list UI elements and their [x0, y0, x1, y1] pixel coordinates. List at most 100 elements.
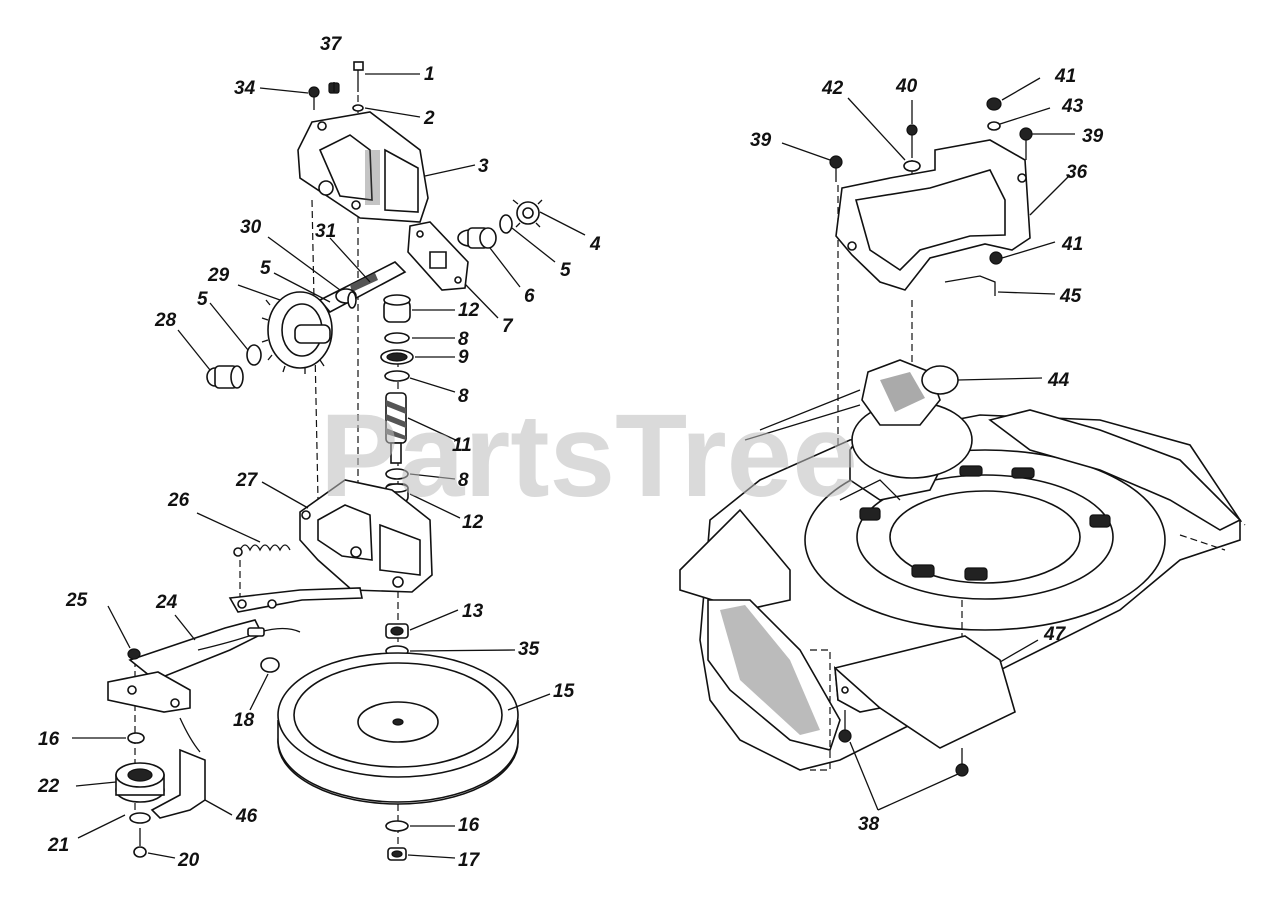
callout-5[interactable]: 5: [260, 258, 271, 279]
washer-part-8[interactable]: [384, 370, 410, 382]
callout-20[interactable]: 20: [177, 850, 200, 871]
screw-part-38[interactable]: [955, 748, 969, 777]
callout-8[interactable]: 8: [458, 329, 469, 350]
callout-15[interactable]: 15: [553, 681, 575, 702]
cable-clamp: [247, 627, 265, 637]
callout-4[interactable]: 4: [589, 234, 601, 255]
callout-11[interactable]: 11: [452, 435, 472, 456]
watermark-text: PartsTree: [320, 390, 858, 522]
gear-case-cover-part-3[interactable]: [297, 111, 429, 223]
callout-41[interactable]: 41: [1061, 234, 1083, 255]
callout-45[interactable]: 45: [1059, 286, 1082, 307]
plate-part-7[interactable]: [407, 221, 469, 291]
screw-part-39[interactable]: [1019, 127, 1033, 160]
callout-39[interactable]: 39: [1082, 126, 1104, 147]
callout-22[interactable]: 22: [37, 776, 60, 797]
callout-12[interactable]: 12: [462, 512, 484, 533]
callout-29[interactable]: 29: [207, 265, 230, 286]
callout-42[interactable]: 42: [821, 78, 844, 99]
callout-1[interactable]: 1: [424, 64, 435, 85]
callout-9[interactable]: 9: [458, 347, 469, 368]
callout-18[interactable]: 18: [233, 710, 255, 731]
drive-pulley-part-15[interactable]: [277, 652, 519, 805]
washer-part-5[interactable]: [347, 291, 357, 309]
callout-46[interactable]: 46: [235, 806, 258, 827]
callout-25[interactable]: 25: [65, 590, 88, 611]
washer-part-43[interactable]: [987, 121, 1001, 131]
callout-39[interactable]: 39: [750, 130, 772, 151]
washer-part-16[interactable]: [385, 820, 409, 832]
callout-5[interactable]: 5: [197, 289, 208, 310]
bearing-part-9[interactable]: [380, 349, 414, 365]
discharge-chute-part-47[interactable]: [834, 600, 1016, 749]
washer-part-42[interactable]: [903, 160, 921, 172]
worm-gear-part-11[interactable]: [385, 392, 407, 464]
callout-40[interactable]: 40: [895, 76, 918, 97]
washer-part-8[interactable]: [385, 468, 409, 480]
idler-pulley-part-22[interactable]: [115, 762, 165, 803]
nut-part-13[interactable]: [385, 623, 409, 639]
washer-part-5[interactable]: [499, 214, 513, 234]
gear-part-29[interactable]: [261, 291, 333, 374]
callout-44[interactable]: 44: [1047, 370, 1070, 391]
nut-part-18[interactable]: [260, 657, 280, 673]
bolt-part-1[interactable]: [353, 61, 364, 92]
washer-part-16[interactable]: [127, 732, 145, 744]
callout-8[interactable]: 8: [458, 386, 469, 407]
callout-labels: 1 2 3 4 5 5 5 6 7 8 8 8 9 11 12 12 13 15…: [37, 34, 1104, 871]
callout-24[interactable]: 24: [155, 592, 178, 613]
callout-5[interactable]: 5: [560, 260, 571, 281]
callout-7[interactable]: 7: [502, 316, 514, 337]
callout-43[interactable]: 43: [1061, 96, 1084, 117]
gear-case-part-27[interactable]: [299, 479, 433, 593]
callout-37[interactable]: 37: [320, 34, 343, 55]
callout-8[interactable]: 8: [458, 470, 469, 491]
callout-3[interactable]: 3: [478, 156, 489, 177]
callout-13[interactable]: 13: [462, 601, 484, 622]
screw-part-34[interactable]: [308, 86, 320, 110]
callout-27[interactable]: 27: [235, 470, 259, 491]
callout-26[interactable]: 26: [167, 490, 190, 511]
callout-16[interactable]: 16: [458, 815, 480, 836]
callout-36[interactable]: 36: [1066, 162, 1088, 183]
bolt-part-20[interactable]: [133, 828, 147, 858]
screw-part-39[interactable]: [829, 155, 843, 182]
callout-38[interactable]: 38: [858, 814, 880, 835]
shroud-part-36[interactable]: [835, 139, 1031, 291]
callout-16[interactable]: 16: [38, 729, 60, 750]
bearing-part-6[interactable]: [457, 227, 497, 249]
washer-part-5[interactable]: [246, 344, 262, 366]
screw-part-40[interactable]: [906, 124, 918, 158]
callout-21[interactable]: 21: [47, 835, 69, 856]
callout-41[interactable]: 41: [1054, 66, 1076, 87]
lever-part-24[interactable]: [128, 587, 363, 681]
bearing-part-28[interactable]: [206, 365, 244, 389]
callout-28[interactable]: 28: [154, 310, 177, 331]
engine-part-44[interactable]: [744, 359, 973, 501]
rod-part-45[interactable]: [944, 275, 996, 296]
callout-31[interactable]: 31: [315, 221, 336, 242]
nut-part-25[interactable]: [127, 648, 141, 660]
leader-lines: [781, 77, 1075, 811]
callout-30[interactable]: 30: [240, 217, 262, 238]
washer-part-2[interactable]: [352, 104, 364, 112]
bracket-part-46[interactable]: [150, 748, 206, 819]
nut-part-41[interactable]: [989, 251, 1003, 265]
spring-part-26[interactable]: [233, 544, 291, 557]
washer-part-21[interactable]: [129, 812, 151, 824]
callout-34[interactable]: 34: [234, 78, 256, 99]
callout-2[interactable]: 2: [423, 108, 435, 129]
nut-part-17[interactable]: [387, 847, 407, 861]
callout-47[interactable]: 47: [1043, 624, 1067, 645]
nut-part-41[interactable]: [986, 97, 1002, 111]
callout-12[interactable]: 12: [458, 300, 480, 321]
screw-part-38[interactable]: [838, 710, 852, 743]
idler-bracket: [107, 671, 201, 753]
callout-6[interactable]: 6: [524, 286, 535, 307]
sprocket-part-4[interactable]: [512, 199, 543, 228]
callout-35[interactable]: 35: [518, 639, 540, 660]
washer-part-8[interactable]: [384, 332, 410, 344]
callout-17[interactable]: 17: [458, 850, 481, 871]
bushing-part-12[interactable]: [383, 294, 411, 323]
